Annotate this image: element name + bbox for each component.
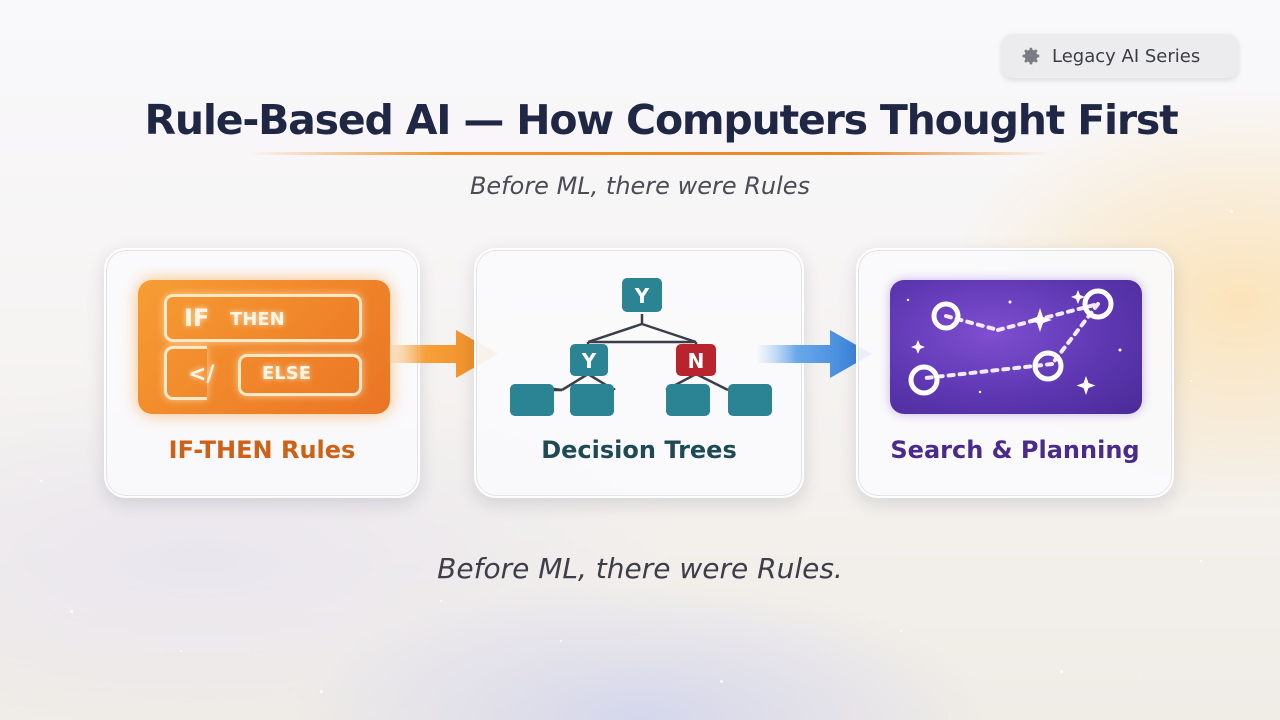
- card-decision-trees: Y Y N Decision Trees: [474, 248, 804, 498]
- tree-leaf-2: [570, 384, 614, 416]
- tree-root-node: [622, 278, 662, 312]
- card-label-search-planning: Search & Planning: [890, 436, 1140, 464]
- page-title: Rule-Based AI — How Computers Thought Fi…: [144, 96, 1179, 144]
- tree-root-label: Y: [634, 284, 650, 308]
- if-token: IF: [184, 304, 210, 332]
- series-badge: Legacy AI Series: [1002, 34, 1238, 78]
- tree-right-label: N: [688, 349, 705, 373]
- tree-leaf-3: [666, 384, 710, 416]
- code-bracket: [164, 346, 207, 400]
- tree-left-label: Y: [581, 349, 597, 373]
- tree-leaf-4: [728, 384, 772, 416]
- code-token: </: [188, 362, 215, 387]
- decision-tree-icon: Y Y N: [510, 278, 772, 416]
- search-path-graph-icon: [890, 280, 1142, 414]
- gear-icon: [1022, 47, 1040, 65]
- arrow-right-icon: [386, 330, 498, 378]
- card-label-decision-trees: Decision Trees: [541, 436, 737, 464]
- if-then-rules-icon: IF THEN </ ELSE: [138, 280, 390, 414]
- card-if-then-rules: IF THEN </ ELSE IF-THEN Rules: [104, 248, 420, 498]
- tree-right-node: [676, 344, 716, 376]
- page-subtitle: Before ML, there were Rules: [469, 172, 811, 200]
- series-badge-label: Legacy AI Series: [1052, 45, 1201, 67]
- else-pill: [238, 354, 362, 396]
- arrow-right-icon: [756, 330, 872, 378]
- if-then-pill: [164, 294, 362, 342]
- tree-left-node: [570, 344, 608, 376]
- card-search-planning: Search & Planning: [856, 248, 1174, 498]
- else-token: ELSE: [262, 363, 312, 384]
- title-underline: [250, 152, 1050, 155]
- tree-leaf-1: [510, 384, 554, 416]
- card-label-if-then-rules: IF-THEN Rules: [168, 436, 356, 464]
- footer-tagline: Before ML, there were Rules.: [437, 552, 843, 585]
- then-token: THEN: [230, 309, 285, 330]
